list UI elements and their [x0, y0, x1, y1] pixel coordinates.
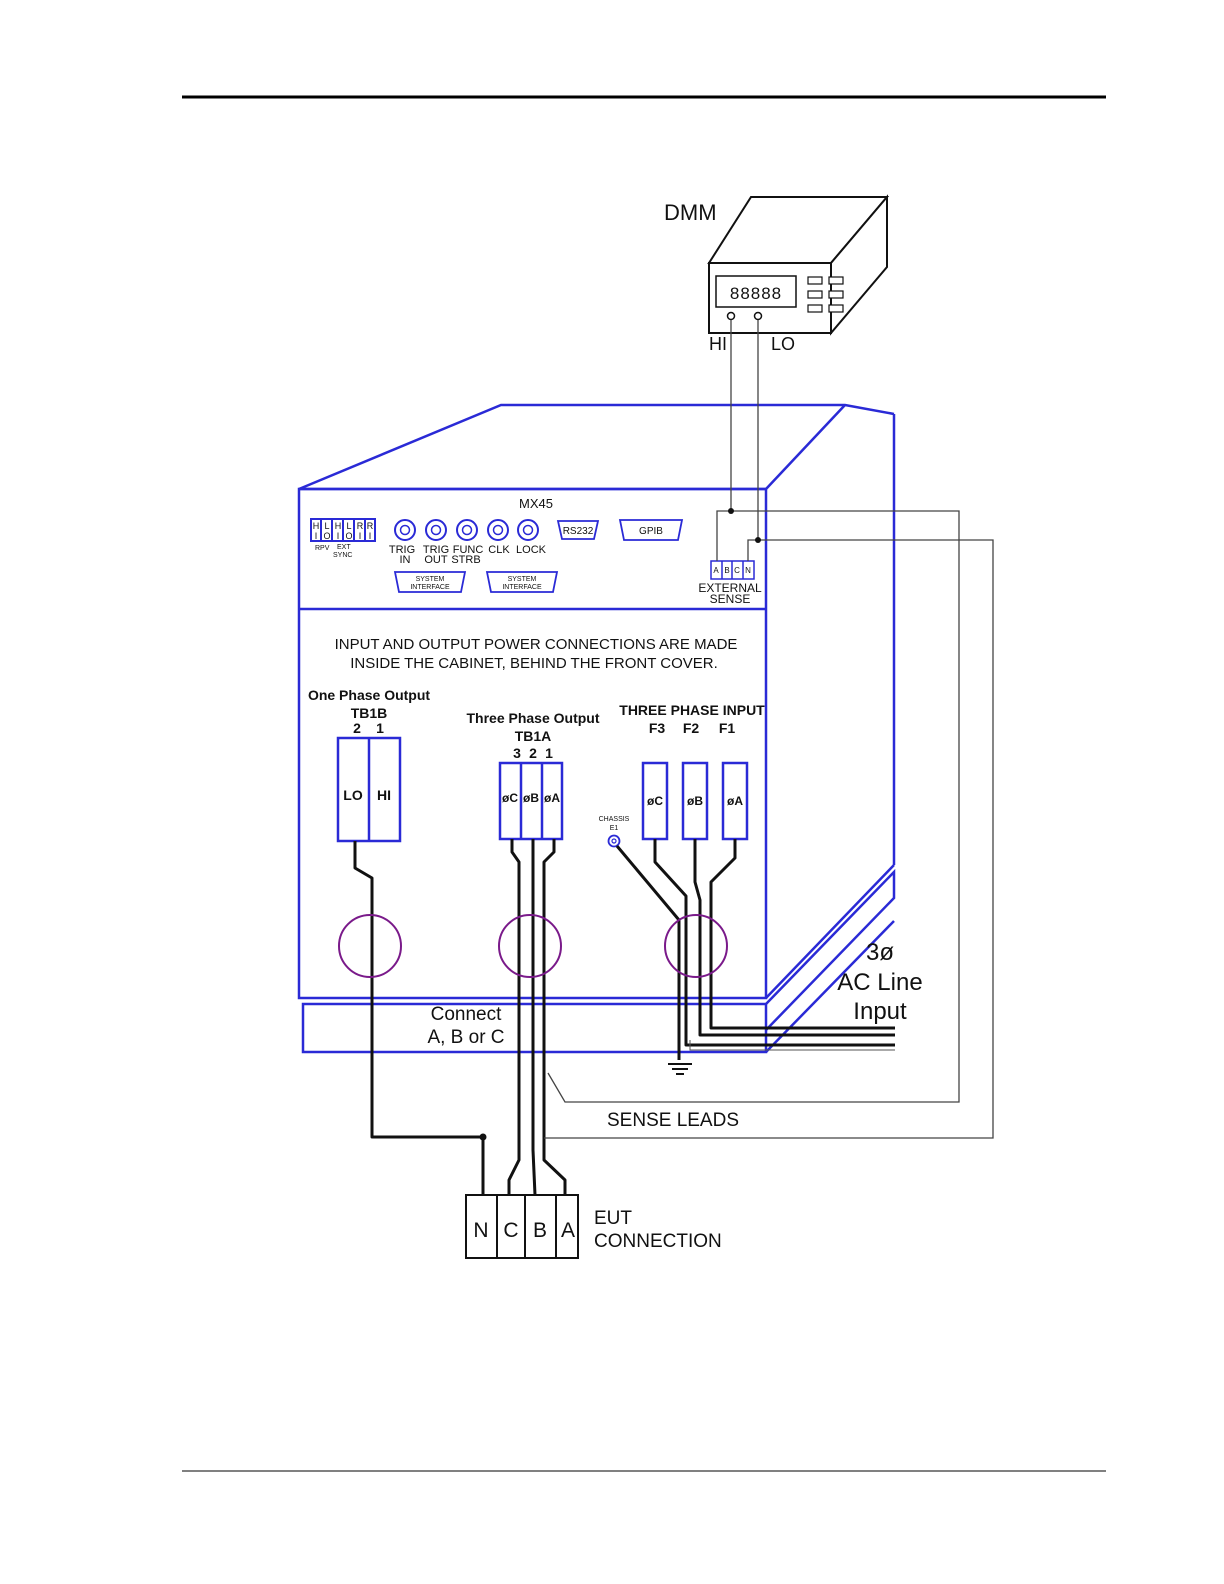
gpib-label: GPIB — [639, 526, 663, 537]
svg-text:STRB: STRB — [451, 554, 480, 566]
tb1b-terminal-hi: HI — [377, 787, 391, 803]
model-label: MX45 — [519, 496, 553, 511]
rpv-label: RPV — [315, 545, 330, 552]
ac-line-1: 3ø — [866, 939, 894, 966]
bnc-labels: TRIG TRIG FUNC CLK LOCK IN OUT STRB — [389, 544, 547, 566]
tb1b-terminal-lo: LO — [343, 787, 363, 803]
tb1a-number-2: 2 — [529, 745, 537, 761]
tb1a-terminal-c: øC — [502, 791, 518, 805]
bnc-connectors — [394, 519, 539, 541]
chassis-label-1: CHASSIS — [599, 816, 630, 823]
input-number-f3: F3 — [649, 720, 666, 736]
sys-interface-1a: SYSTEM — [416, 576, 445, 583]
io-connector — [310, 518, 376, 542]
tb1a-terminal-a: øA — [544, 791, 560, 805]
svg-text:O: O — [345, 531, 352, 541]
rs232-label: RS232 — [563, 526, 594, 537]
ac-line-3: Input — [853, 998, 907, 1025]
sys-interface-2a: SYSTEM — [508, 576, 537, 583]
svg-text:L: L — [346, 521, 351, 531]
ext-sense-label-2: SENSE — [710, 592, 751, 606]
input-terminal-a: øA — [727, 794, 743, 808]
ext-sync-label-2: SYNC — [333, 552, 352, 559]
dmm-display: 88888 — [730, 284, 782, 303]
io-labels: HI LO HI LO RI RI — [313, 521, 374, 541]
svg-text:O: O — [323, 531, 330, 541]
connect-line-1: Connect — [431, 1004, 502, 1025]
eut-terminal-c: C — [503, 1219, 518, 1242]
dmm — [707, 194, 890, 336]
svg-text:OUT: OUT — [424, 554, 448, 566]
tb1b-number-2: 2 — [353, 720, 361, 736]
cable-outline — [689, 1040, 895, 1051]
svg-text:IN: IN — [400, 554, 411, 566]
tb1a-name: TB1A — [515, 728, 552, 744]
notice-line-1: INPUT AND OUTPUT POWER CONNECTIONS ARE M… — [335, 636, 738, 653]
dmm-lo-label: LO — [771, 334, 795, 354]
ac-line-2: AC Line — [837, 969, 922, 996]
chassis-label-2: E1 — [610, 825, 619, 832]
eut-terminal-b: B — [533, 1219, 547, 1242]
ferrite-rings — [338, 914, 728, 978]
svg-text:I: I — [337, 531, 340, 541]
input-title: THREE PHASE INPUT — [619, 702, 765, 718]
tb1b-name: TB1B — [351, 705, 388, 721]
power-wiring — [353, 839, 895, 1196]
chassis-terminal — [607, 834, 621, 848]
svg-text:LOCK: LOCK — [516, 544, 547, 556]
ext-sync-label-1: EXT — [337, 544, 351, 551]
sense-leads — [544, 320, 994, 1139]
eut-terminal-a: A — [561, 1219, 575, 1242]
input-number-f1: F1 — [719, 720, 736, 736]
input-number-f2: F2 — [683, 720, 700, 736]
input-terminal-b: øB — [687, 794, 703, 808]
svg-text:L: L — [324, 521, 329, 531]
dmm-hi-label: HI — [709, 334, 727, 354]
ext-sense-label-1: EXTERNAL — [698, 581, 762, 595]
tb1b-block — [336, 736, 402, 843]
svg-text:I: I — [315, 531, 318, 541]
tb1a-number-3: 3 — [513, 745, 521, 761]
ext-sense-terminal-block — [710, 560, 755, 580]
dmm-title: DMM — [664, 200, 717, 225]
svg-text:H: H — [313, 521, 320, 531]
svg-text:CLK: CLK — [488, 544, 510, 556]
dsub-connectors — [393, 519, 684, 593]
cabinet — [297, 403, 896, 1054]
connect-line-2: A, B or C — [427, 1027, 504, 1048]
tb1a-block — [498, 761, 564, 841]
svg-text:R: R — [367, 521, 374, 531]
eut-label-2: CONNECTION — [594, 1231, 722, 1252]
eut-terminal-n: N — [473, 1219, 488, 1242]
eut-terminal-block — [465, 1194, 579, 1259]
svg-text:TRIG: TRIG — [389, 544, 415, 556]
svg-text:FUNC: FUNC — [453, 544, 484, 556]
svg-text:I: I — [369, 531, 372, 541]
sense-leads-label: SENSE LEADS — [607, 1110, 739, 1131]
tb1b-number-1: 1 — [376, 720, 384, 736]
sense-dot-lo — [755, 537, 761, 543]
svg-text:N: N — [745, 566, 751, 575]
tb1a-title: Three Phase Output — [466, 710, 599, 726]
notice-line-2: INSIDE THE CABINET, BEHIND THE FRONT COV… — [350, 655, 718, 672]
ext-sense-terminal-labels: A B C N — [713, 566, 751, 575]
svg-text:A: A — [713, 566, 719, 575]
ground-symbol — [668, 1063, 692, 1075]
input-terminal-c: øC — [647, 794, 663, 808]
svg-text:H: H — [335, 521, 342, 531]
junction-dot — [479, 1133, 487, 1141]
tb1b-title: One Phase Output — [308, 687, 430, 703]
sys-interface-2b: INTERFACE — [502, 584, 542, 591]
sense-dot-hi — [728, 508, 734, 514]
tb1a-terminal-b: øB — [523, 791, 539, 805]
sys-interface-1b: INTERFACE — [410, 584, 450, 591]
svg-text:TRIG: TRIG — [423, 544, 449, 556]
svg-text:R: R — [357, 521, 364, 531]
svg-text:B: B — [724, 566, 729, 575]
svg-text:C: C — [734, 566, 740, 575]
eut-label-1: EUT — [594, 1208, 632, 1229]
svg-text:I: I — [359, 531, 362, 541]
tb1a-number-1: 1 — [545, 745, 553, 761]
